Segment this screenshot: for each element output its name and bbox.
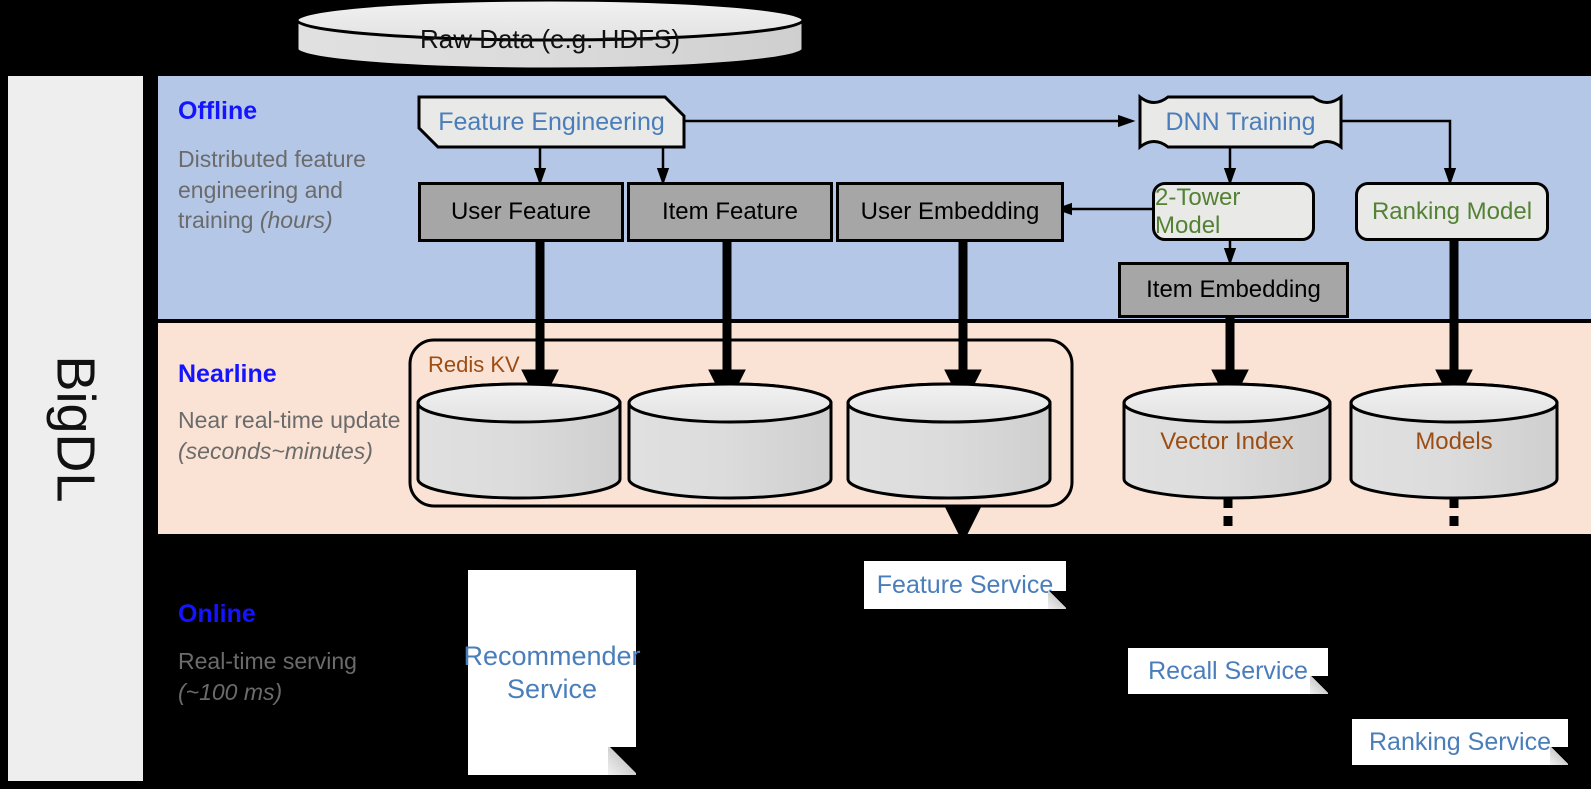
item-feature-box[interactable]: Item Feature (627, 182, 833, 242)
offline-desc-l3: training (178, 207, 254, 234)
vector-index-label[interactable]: Vector Index (1160, 428, 1294, 455)
two-tower-model-box[interactable]: 2-Tower Model (1152, 182, 1315, 241)
stage-title-offline: Offline (178, 97, 258, 125)
user-embedding-box[interactable]: User Embedding (836, 182, 1064, 242)
recall-service-doc[interactable]: Recall Service (1128, 648, 1328, 694)
item-embedding-box[interactable]: Item Embedding (1118, 262, 1349, 318)
item-feature-label: Item Feature (661, 198, 799, 225)
online-desc-l2: serving (282, 648, 357, 674)
models-label[interactable]: Models (1415, 428, 1493, 455)
ranking-service-doc[interactable]: Ranking Service (1352, 719, 1568, 765)
stage-desc-online: Real-time serving (~100 ms) (178, 646, 393, 707)
ranking-service-label: Ranking Service (1368, 728, 1552, 756)
feature-engineering-label[interactable]: Feature Engineering (438, 107, 665, 136)
two-tower-model-label: 2-Tower Model (1155, 183, 1241, 239)
page-fold-icon (1550, 747, 1568, 765)
feature-service-doc[interactable]: Feature Service (864, 561, 1066, 609)
bigdl-label: BigDL (45, 354, 106, 503)
stage-desc-offline: Distributed feature engineering and trai… (178, 144, 393, 236)
nearline-desc-l1: Near real-time (178, 407, 324, 433)
offline-desc-em: (hours) (259, 207, 333, 234)
page-fold-icon (608, 747, 636, 775)
nearline-desc-l2: update (330, 407, 401, 433)
recommender-service-label: Recommender Service (463, 641, 641, 704)
online-desc-l1: Real-time (178, 648, 277, 674)
user-embedding-label: User Embedding (860, 198, 1040, 225)
raw-data-label: Raw Data (e.g. HDFS) (419, 23, 681, 54)
user-feature-label: User Feature (450, 198, 592, 225)
item-embedding-label: Item Embedding (1146, 276, 1321, 303)
bigdl-sidebar: BigDL (8, 76, 143, 781)
recall-service-label: Recall Service (1148, 657, 1308, 685)
feature-service-label: Feature Service (876, 571, 1054, 599)
page-fold-icon (1048, 591, 1066, 609)
offline-desc-l2: engineering and (178, 176, 343, 203)
nearline-desc-em: (seconds~minutes) (178, 437, 373, 464)
ranking-model-box[interactable]: Ranking Model (1355, 182, 1549, 241)
page-fold-icon (1310, 676, 1328, 694)
stage-title-nearline: Nearline (178, 360, 277, 388)
recommender-service-doc[interactable]: Recommender Service (463, 570, 641, 775)
stage-title-online: Online (178, 600, 256, 628)
online-desc-em: (~100 ms) (178, 678, 283, 705)
user-feature-box[interactable]: User Feature (418, 182, 624, 242)
redis-kv-label: Redis KV (428, 352, 520, 377)
dnn-training-label[interactable]: DNN Training (1165, 107, 1316, 136)
stage-desc-nearline: Near real-time update (seconds~minutes) (178, 405, 418, 466)
offline-desc-l1: Distributed feature (178, 146, 366, 172)
ranking-model-label: Ranking Model (1371, 197, 1533, 225)
